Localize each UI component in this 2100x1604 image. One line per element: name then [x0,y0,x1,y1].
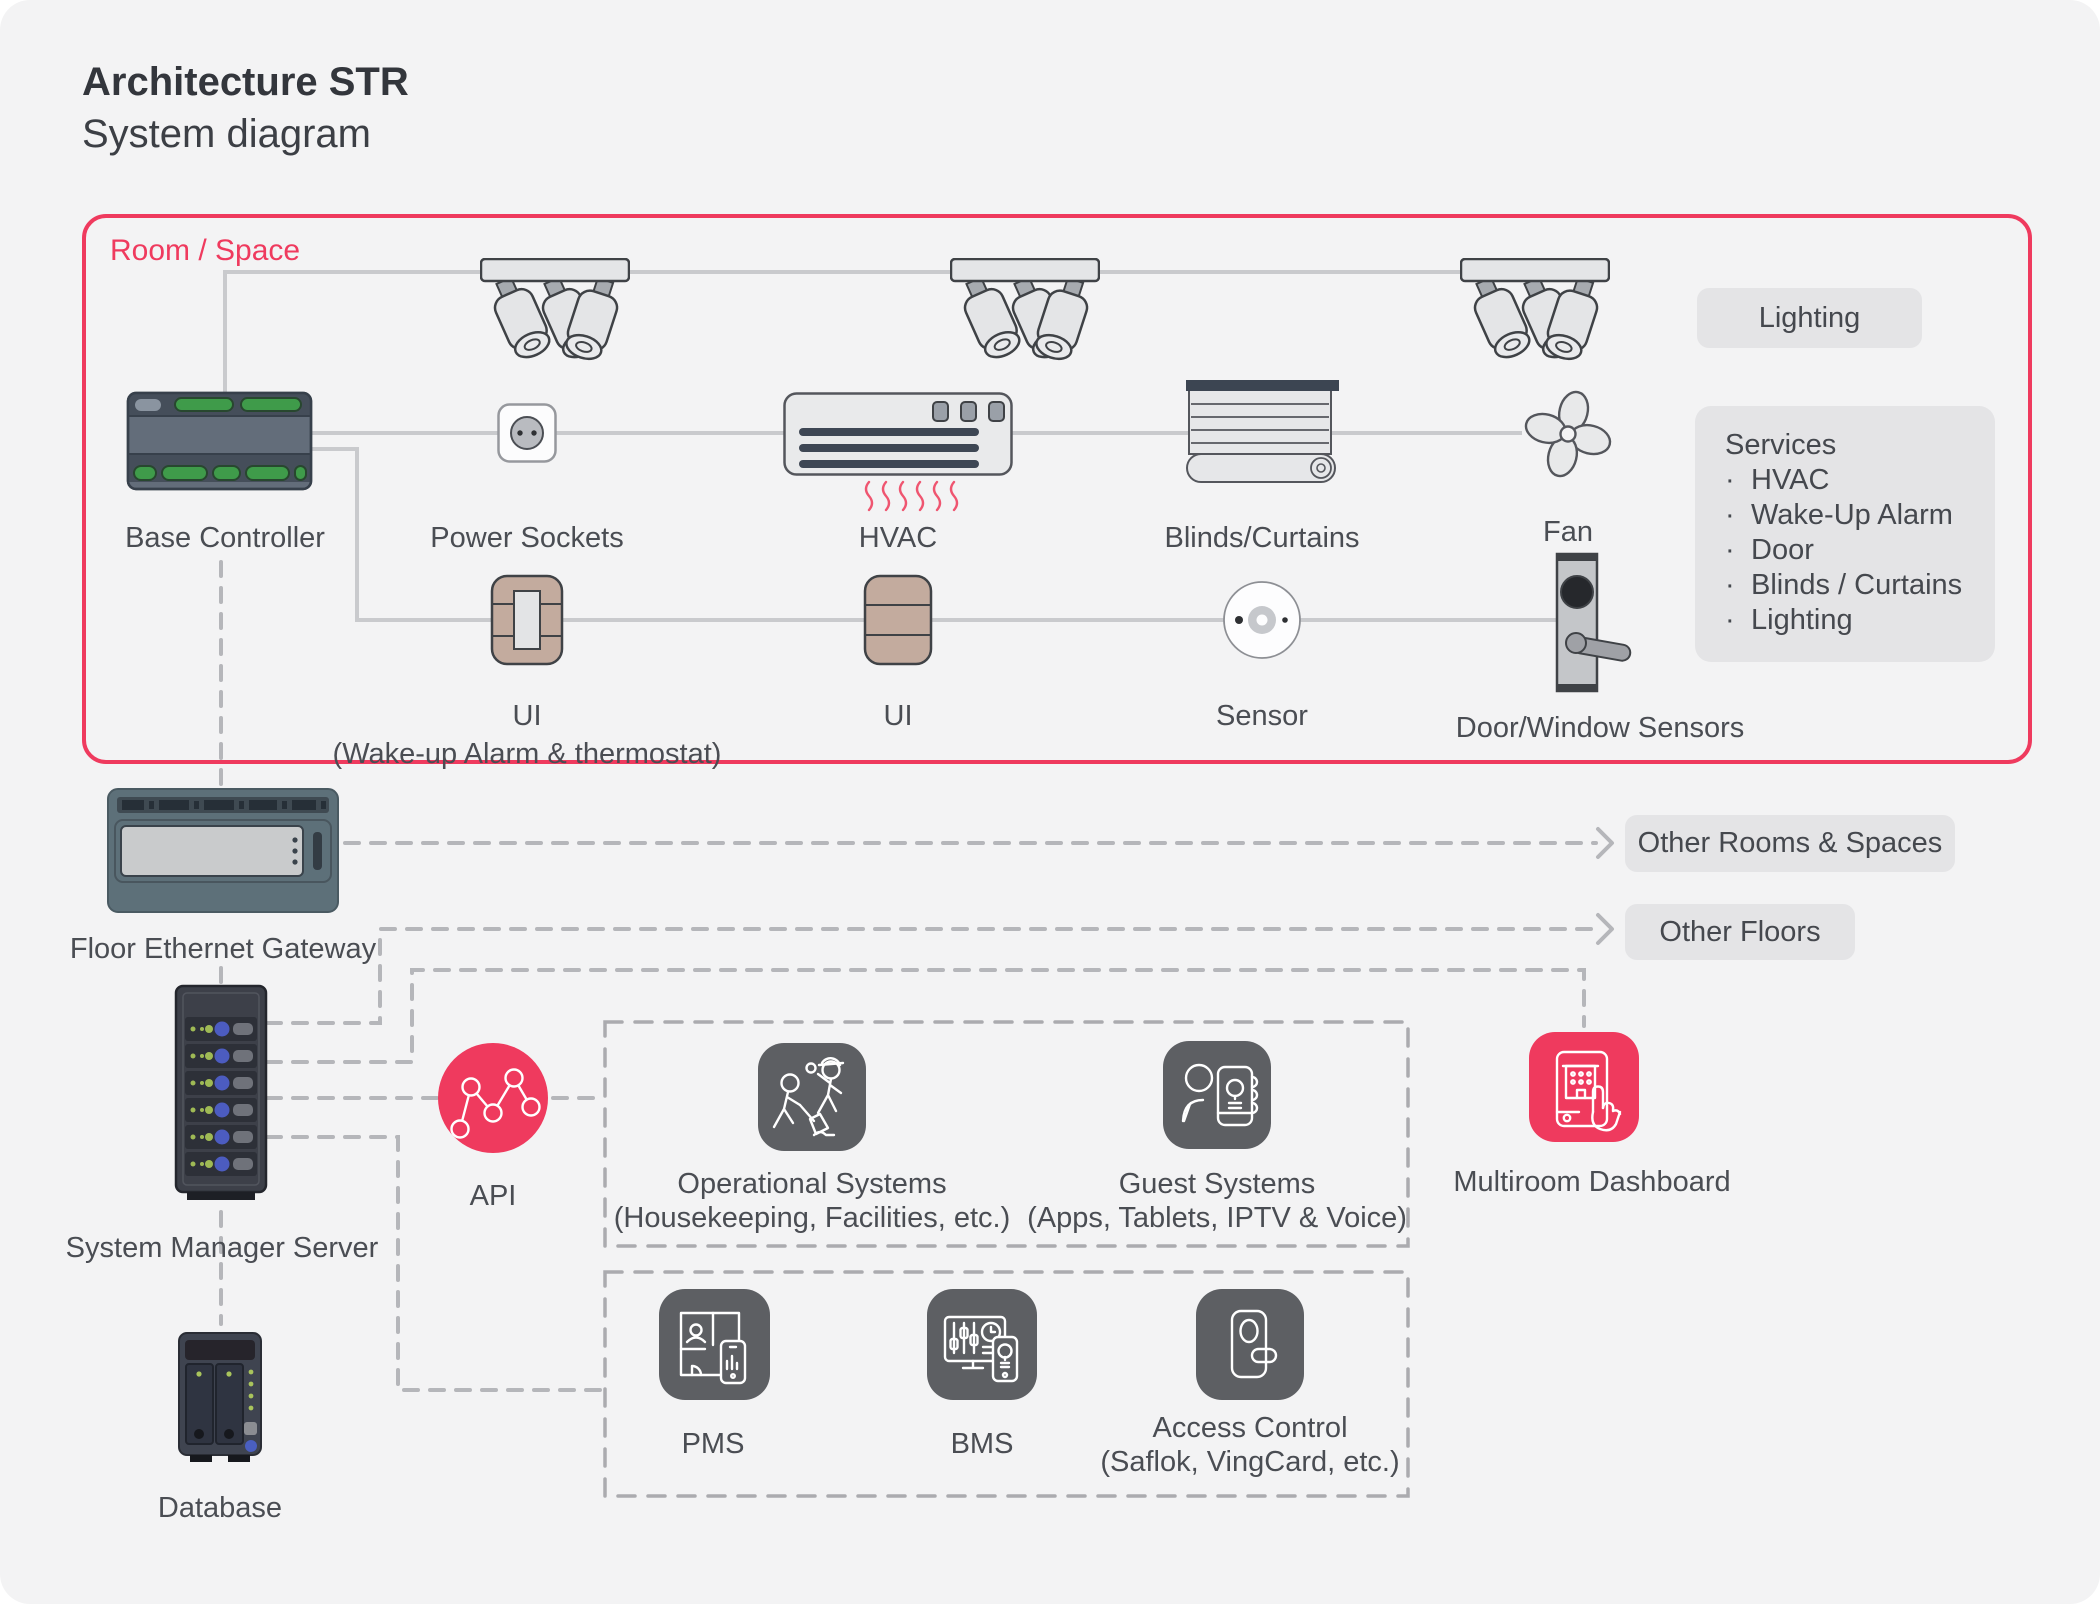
other-rooms-arrow-icon [1596,827,1614,859]
operational-systems-icon [758,1043,866,1151]
services-box: Services ·HVAC ·Wake-Up Alarm ·Door ·Bli… [1695,406,1995,662]
door-lock-icon [1555,552,1632,693]
server-other-floors-link [265,927,1598,1025]
guest-sub-label: (Apps, Tablets, IPTV & Voice) [1027,1202,1407,1234]
ui2-label: UI [883,700,913,732]
ui-wakeup-icon [490,574,564,666]
page-subtitle: System diagram [82,112,371,156]
bullet-icon: · [1725,464,1735,496]
operational-label: Operational Systems [677,1168,947,1200]
service-item: ·Blinds / Curtains [1725,569,1963,601]
blinds-label: Blinds/Curtains [1164,522,1360,554]
bms-icon [927,1289,1037,1400]
base-controller-label: Base Controller [125,522,325,554]
multiroom-label: Multiroom Dashboard [1453,1166,1731,1198]
guest-label: Guest Systems [1118,1168,1316,1200]
ui1-label: UI [512,700,542,732]
power-sockets-label: Power Sockets [430,522,624,554]
lighting-bus-line [223,270,1610,400]
lighting-badge-label: Lighting [1758,301,1861,334]
blinds-icon [1186,380,1339,483]
bullet-icon: · [1725,534,1735,566]
fan-label: Fan [1543,516,1593,548]
server-multiroom-link [265,968,1586,1064]
bullet-icon: · [1725,604,1735,636]
track-lights-icon [480,258,630,368]
floor-gateway-icon [107,788,339,913]
multiroom-dashboard-icon [1529,1032,1639,1142]
database-label: Database [157,1492,283,1524]
service-item: ·Wake-Up Alarm [1725,499,1953,531]
pms-label: PMS [681,1428,745,1460]
api-label: API [469,1180,517,1212]
hvac-icon [783,392,1013,512]
database-icon [178,1332,262,1462]
lighting-badge: Lighting [1697,288,1922,348]
hvac-label: HVAC [858,522,938,554]
other-floors-arrow-icon [1596,913,1614,945]
other-rooms-badge: Other Rooms & Spaces [1625,815,1955,872]
systems-group-box [603,1020,1410,1248]
sensor-icon [1223,581,1301,659]
room-space-frame [82,214,2032,764]
server-lower-systems-link [265,1135,607,1392]
building-systems-group-box [603,1270,1410,1498]
other-floors-label: Other Floors [1659,915,1821,948]
access-sub-label: (Saflok, VingCard, etc.) [1100,1446,1400,1478]
guest-systems-icon [1163,1041,1271,1149]
page-title: Architecture STR [82,60,409,104]
bullet-icon: · [1725,569,1735,601]
service-item: ·HVAC [1725,464,1830,496]
server-label: System Manager Server [65,1232,379,1264]
service-item: ·Lighting [1725,604,1853,636]
power-socket-icon [497,403,557,463]
other-rooms-label: Other Rooms & Spaces [1637,827,1943,859]
access-label: Access Control [1152,1412,1348,1444]
track-lights-icon [1460,258,1610,368]
bullet-icon: · [1725,499,1735,531]
track-lights-icon [950,258,1100,368]
base-controller-icon [126,391,313,491]
operational-sub-label: (Housekeeping, Facilities, etc.) [613,1202,1011,1234]
service-item: ·Door [1725,534,1814,566]
ui1-sub-label: (Wake-up Alarm & thermostat) [332,738,722,770]
gateway-label: Floor Ethernet Gateway [69,933,377,965]
door-sensors-label: Door/Window Sensors [1455,712,1745,744]
ui-icon [863,574,933,666]
services-title: Services [1725,429,1837,461]
pms-icon [659,1289,770,1400]
sensor-label: Sensor [1216,700,1308,732]
room-space-label: Room / Space [110,234,301,267]
api-icon [438,1043,548,1153]
ui-bus-line [312,447,1556,622]
server-icon [174,984,268,1200]
access-control-icon [1196,1289,1304,1400]
other-floors-badge: Other Floors [1625,904,1855,960]
fan-icon [1524,390,1612,478]
bms-label: BMS [950,1428,1014,1460]
